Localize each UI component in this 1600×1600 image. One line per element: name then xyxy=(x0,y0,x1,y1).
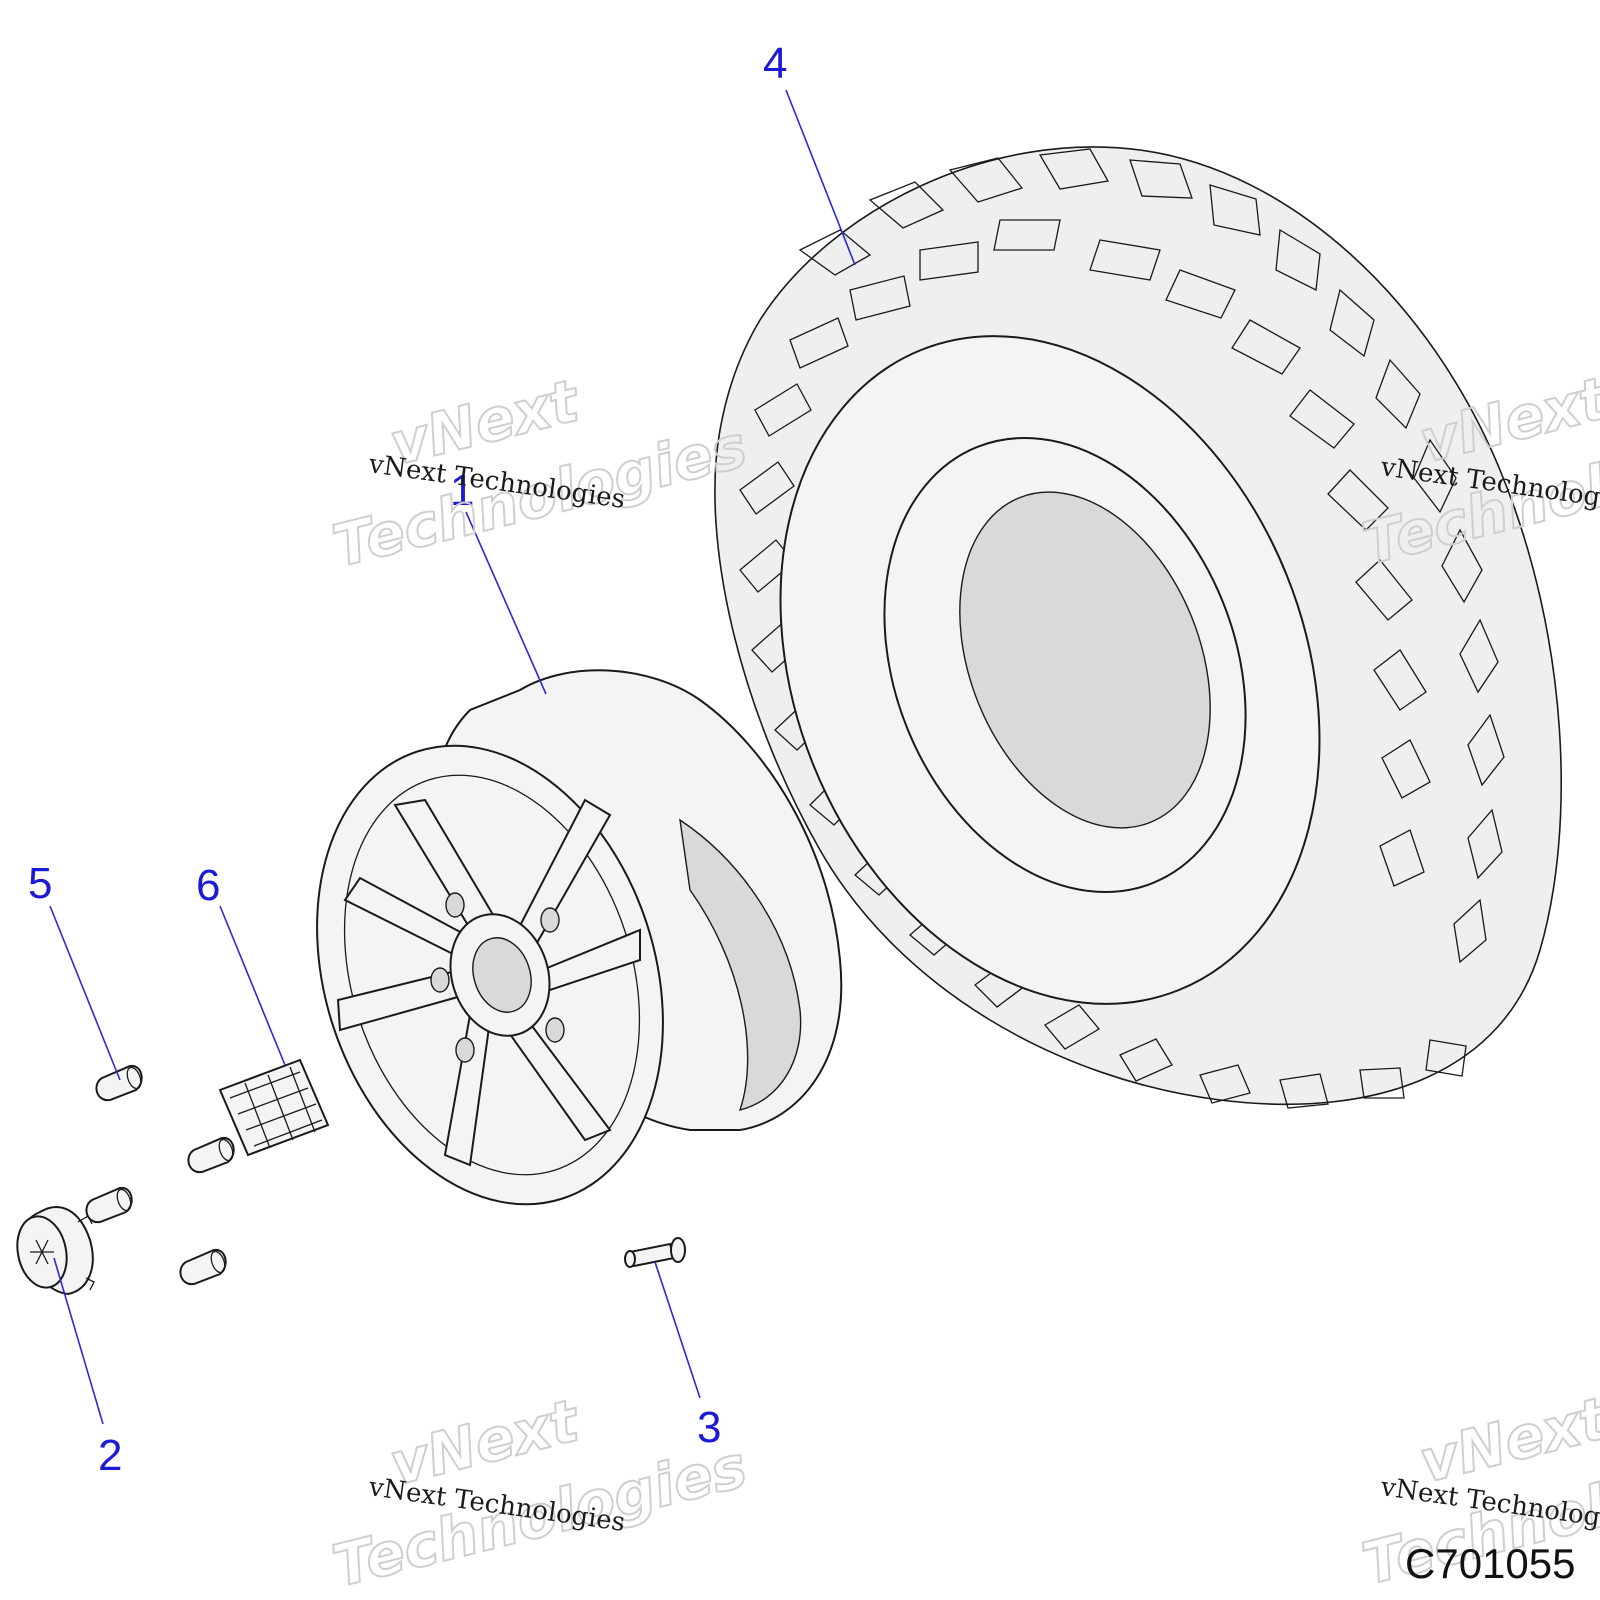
leader-line-4 xyxy=(785,89,856,266)
lug-nut xyxy=(85,1186,133,1224)
leader-line-5 xyxy=(49,905,121,1081)
rim-center-bore xyxy=(472,937,532,1013)
lug-nut xyxy=(95,1064,143,1102)
leader-line-2 xyxy=(53,1257,104,1425)
callout-2: 2 xyxy=(98,1431,122,1480)
figure-number: C701055 xyxy=(1405,1540,1575,1587)
leader-line-6 xyxy=(219,905,286,1066)
rim-barrel-shade xyxy=(679,818,802,1111)
callout-3: 3 xyxy=(697,1403,721,1452)
callout-4: 4 xyxy=(763,39,787,88)
lug-nut xyxy=(179,1248,227,1286)
watermark-bottom-center: vNext Technologies vNext Technologies xyxy=(325,1385,754,1600)
rim-spokes xyxy=(336,798,641,1167)
tire-inner-shadow xyxy=(959,491,1211,829)
watermark-top-center: vNext Technologies vNext Technologies xyxy=(325,365,754,582)
valve-stem xyxy=(624,1237,686,1268)
leader-lines xyxy=(49,89,856,1425)
leader-line-3 xyxy=(654,1261,701,1399)
lug-nuts xyxy=(85,1064,235,1286)
callouts: 1 2 3 4 5 6 xyxy=(28,39,787,1480)
rim-lug-holes xyxy=(430,892,565,1063)
center-cap xyxy=(16,1206,95,1296)
leader-line-1 xyxy=(465,511,547,695)
callout-6: 6 xyxy=(196,861,220,910)
callout-1: 1 xyxy=(450,466,474,515)
lug-nut xyxy=(187,1136,235,1174)
wheel-rim xyxy=(316,669,843,1206)
tire xyxy=(714,146,1563,1109)
callout-5: 5 xyxy=(28,859,52,908)
decal-sheet xyxy=(218,1058,330,1157)
